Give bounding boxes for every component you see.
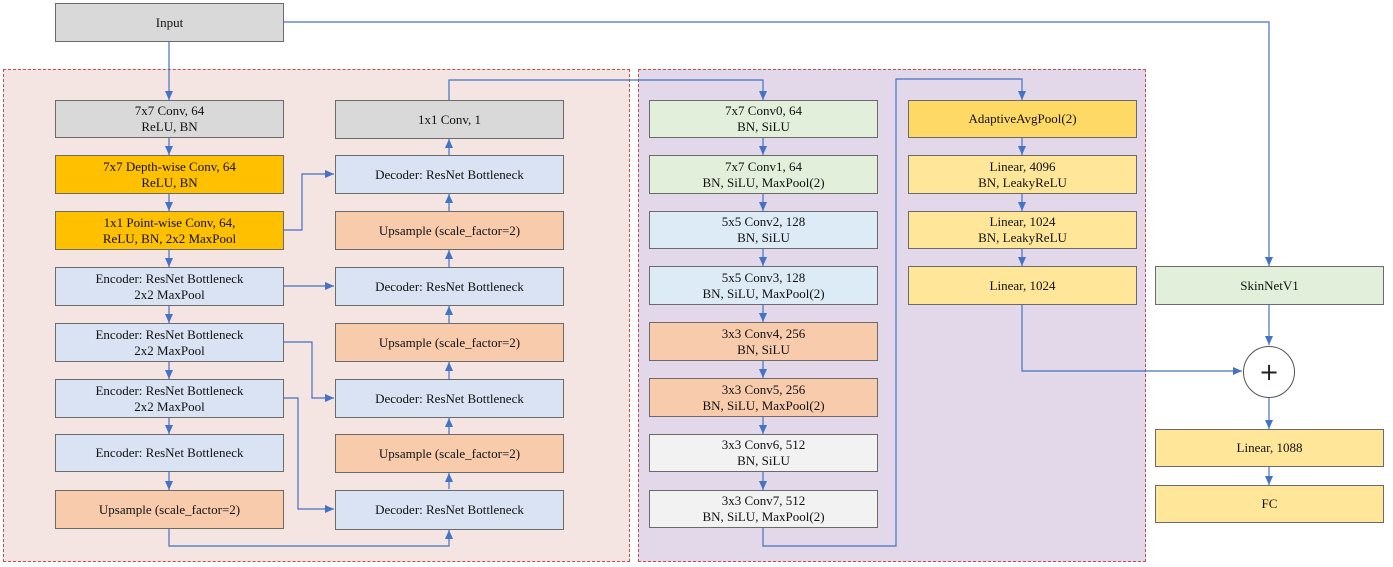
- box-text: 2x2 MaxPool: [134, 398, 205, 414]
- box-text: 1x1 Point-wise Conv, 64,: [103, 214, 236, 230]
- decoder-box-2: Decoder: ResNet Bottleneck: [335, 267, 564, 306]
- box-text: 3x3 Conv4, 256: [721, 325, 806, 341]
- conv1x1-box: 1x1 Conv, 1: [335, 100, 564, 139]
- box-text: 5x5 Conv3, 128: [721, 269, 806, 285]
- box-text: Encoder: ResNet Bottleneck: [95, 445, 244, 460]
- conv7-box: 3x3 Conv7, 512 BN, SiLU, MaxPool(2): [649, 490, 878, 528]
- box-text: 3x3 Conv5, 256: [721, 381, 806, 397]
- wire-unet-to-cnn: [448, 79, 767, 100]
- input-box: Input: [55, 3, 284, 42]
- unet-region: [3, 69, 630, 562]
- box-text: ReLU, BN: [141, 119, 198, 134]
- pointwise-conv-box: 1x1 Point-wise Conv, 64, ReLU, BN, 2x2 M…: [55, 211, 284, 250]
- box-text: Decoder: ResNet Bottleneck: [375, 390, 524, 406]
- encoder-box-4: Encoder: ResNet Bottleneck: [55, 434, 284, 472]
- cnn-region: [638, 69, 1146, 562]
- skip-pointwise: [284, 170, 334, 231]
- box-text: Decoder: ResNet Bottleneck: [375, 502, 524, 517]
- box-text: 7x7 Conv0, 64: [725, 103, 802, 118]
- linear1088-box: Linear, 1088: [1155, 429, 1384, 467]
- box-text: Encoder: ResNet Bottleneck: [95, 326, 244, 342]
- plus-icon: +: [1258, 358, 1280, 386]
- avgpool-box: AdaptiveAvgPool(2): [908, 100, 1137, 138]
- box-text: AdaptiveAvgPool(2): [968, 111, 1077, 126]
- box-text: BN, SiLU, MaxPool(2): [702, 285, 825, 301]
- linear1024-box-1: Linear, 1024 BN, LeakyReLU: [908, 211, 1137, 249]
- depthwise-conv-box: 7x7 Depth-wise Conv, 64 ReLU, BN: [55, 155, 284, 194]
- sum-node: +: [1243, 346, 1295, 398]
- box-text: 7x7 Depth-wise Conv, 64: [103, 158, 236, 174]
- upsample-box-1: Upsample (scale_factor=2): [335, 211, 564, 250]
- box-text: Decoder: ResNet Bottleneck: [375, 278, 524, 294]
- box-text: FC: [1261, 496, 1278, 511]
- box-text: Upsample (scale_factor=2): [378, 334, 521, 350]
- skinnet-box: SkinNetV1: [1155, 266, 1384, 305]
- conv4-box: 3x3 Conv4, 256 BN, SiLU: [649, 322, 878, 361]
- wire-input-to-skinnet: [284, 21, 1273, 266]
- box-text: BN, SiLU: [737, 453, 790, 468]
- conv1-box: 7x7 Conv1, 64 BN, SiLU, MaxPool(2): [649, 155, 878, 194]
- box-text: 3x3 Conv6, 512: [721, 437, 806, 452]
- box-text: 7x7 Conv1, 64: [725, 158, 802, 174]
- wire-cnn-to-head: [762, 78, 1026, 547]
- box-text: BN, SiLU, MaxPool(2): [702, 174, 825, 190]
- box-text: BN, LeakyReLU: [978, 174, 1067, 190]
- box-text: BN, SiLU: [737, 119, 790, 134]
- box-text: Linear, 1024: [989, 214, 1056, 229]
- encoder-box-2: Encoder: ResNet Bottleneck 2x2 MaxPool: [55, 323, 284, 362]
- box-text: BN, SiLU: [737, 341, 790, 357]
- conv0-box: 7x7 Conv0, 64 BN, SiLU: [649, 100, 878, 138]
- upsample-box-3: Upsample (scale_factor=2): [335, 434, 564, 473]
- conv3-box: 5x5 Conv3, 128 BN, SiLU, MaxPool(2): [649, 266, 878, 305]
- box-text: 7x7 Conv, 64: [134, 103, 205, 118]
- box-text: Linear, 1024: [989, 277, 1056, 293]
- encoder-box-3: Encoder: ResNet Bottleneck 2x2 MaxPool: [55, 379, 284, 418]
- box-text: Decoder: ResNet Bottleneck: [375, 166, 524, 182]
- box-text: 3x3 Conv7, 512: [721, 493, 806, 508]
- box-text: Upsample (scale_factor=2): [98, 501, 241, 517]
- conv5-box: 3x3 Conv5, 256 BN, SiLU, MaxPool(2): [649, 378, 878, 417]
- box-text: ReLU, BN, 2x2 MaxPool: [102, 230, 237, 246]
- box-text: ReLU, BN: [141, 174, 198, 190]
- wire-head-to-sum: [1021, 305, 1242, 375]
- linear1024-box-2: Linear, 1024: [908, 266, 1137, 305]
- box-text: BN, LeakyReLU: [978, 230, 1067, 245]
- conv6-box: 3x3 Conv6, 512 BN, SiLU: [649, 434, 878, 472]
- box-text: SkinNetV1: [1240, 277, 1299, 293]
- box-text: Encoder: ResNet Bottleneck: [95, 382, 244, 398]
- wire-bottom-return: [168, 529, 453, 547]
- box-text: BN, SiLU, MaxPool(2): [702, 509, 825, 524]
- box-text: Encoder: ResNet Bottleneck: [95, 270, 244, 286]
- upsample-box-2: Upsample (scale_factor=2): [335, 323, 564, 362]
- skip-enc3: [284, 397, 334, 513]
- box-text: Upsample (scale_factor=2): [378, 222, 521, 238]
- conv2-box: 5x5 Conv2, 128 BN, SiLU: [649, 211, 878, 249]
- linear4096-box: Linear, 4096 BN, LeakyReLU: [908, 155, 1137, 194]
- upsample-box-bottom: Upsample (scale_factor=2): [55, 490, 284, 529]
- box-text: BN, SiLU: [737, 230, 790, 245]
- fc-box: FC: [1155, 485, 1384, 523]
- box-text: 2x2 MaxPool: [134, 286, 205, 302]
- decoder-box-4: Decoder: ResNet Bottleneck: [335, 490, 564, 530]
- decoder-box-3: Decoder: ResNet Bottleneck: [335, 379, 564, 418]
- input-label: Input: [155, 14, 184, 30]
- skip-enc2: [284, 341, 334, 402]
- decoder-box-1: Decoder: ResNet Bottleneck: [335, 155, 564, 194]
- encoder-box-1: Encoder: ResNet Bottleneck 2x2 MaxPool: [55, 267, 284, 306]
- box-text: BN, SiLU, MaxPool(2): [702, 397, 825, 413]
- box-text: 5x5 Conv2, 128: [721, 214, 806, 229]
- box-text: 2x2 MaxPool: [134, 342, 205, 358]
- box-text: 1x1 Conv, 1: [417, 111, 482, 127]
- box-text: Linear, 4096: [989, 158, 1056, 174]
- conv7x7-box: 7x7 Conv, 64 ReLU, BN: [55, 100, 284, 138]
- box-text: Upsample (scale_factor=2): [378, 445, 521, 461]
- box-text: Linear, 1088: [1236, 440, 1303, 455]
